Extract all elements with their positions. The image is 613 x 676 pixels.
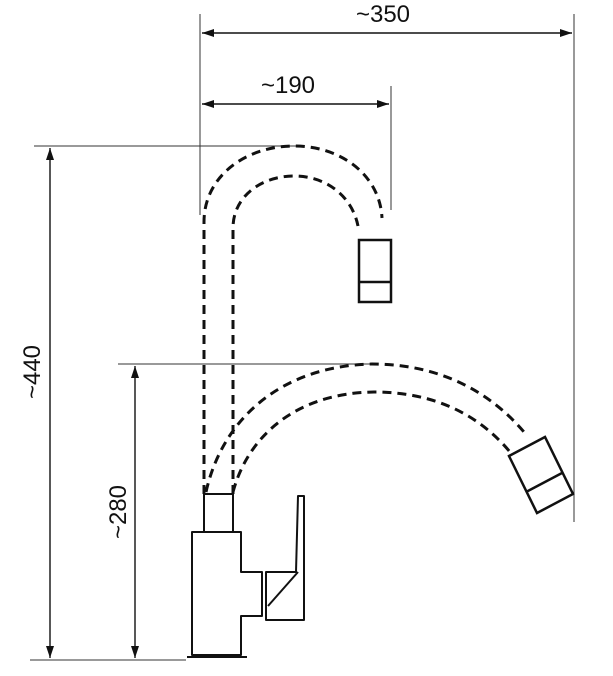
spout-upper-inner-line bbox=[231, 174, 360, 494]
dimension-label-350: ~350 bbox=[356, 1, 410, 28]
spout-upper-nozzle-body bbox=[357, 238, 393, 304]
spout-upper-outer-line bbox=[202, 144, 384, 494]
spout-lower-inner-line bbox=[231, 390, 512, 493]
faucet-base-body bbox=[191, 531, 263, 656]
dimension-label-280: ~280 bbox=[105, 485, 132, 539]
dimension-label-190: ~190 bbox=[261, 72, 315, 99]
spout-lower-nozzle-divider bbox=[525, 471, 563, 494]
faucet-lever-handle bbox=[265, 495, 305, 621]
spout-lower-nozzle-body bbox=[507, 435, 575, 515]
dimension-lines bbox=[46, 29, 572, 658]
spout-lower-position bbox=[204, 362, 526, 493]
spout-lower-outer-line bbox=[204, 362, 526, 493]
extension-lines bbox=[30, 14, 575, 661]
faucet-lever-detail bbox=[267, 571, 299, 607]
spout-upper-nozzle bbox=[357, 238, 393, 304]
spout-upper-position bbox=[202, 144, 384, 494]
dimension-label-440: ~440 bbox=[19, 345, 46, 399]
faucet-spout-collar bbox=[203, 493, 234, 533]
faucet-body bbox=[187, 493, 305, 658]
spout-lower-nozzle bbox=[507, 435, 575, 515]
